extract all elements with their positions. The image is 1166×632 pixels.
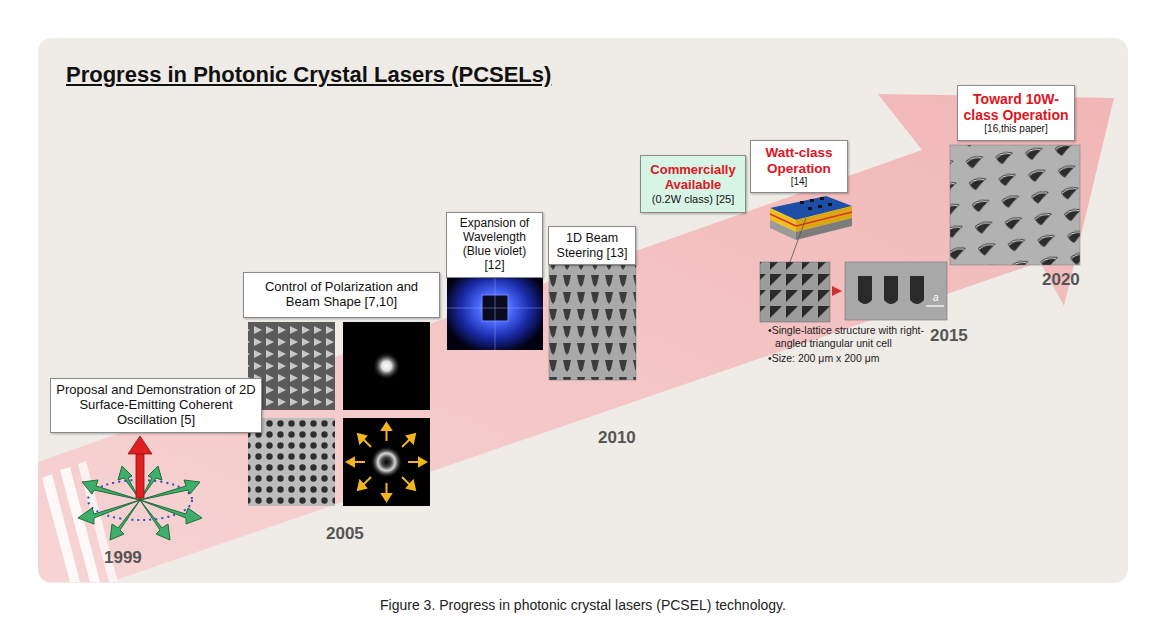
- polarization-beam-figures-part: [371, 446, 403, 478]
- milestone-text: Commercially Available: [646, 163, 740, 193]
- year-label: 1999: [104, 548, 142, 568]
- watt-class-device-part-part: [818, 205, 822, 208]
- polarization-beam-figures-part-part: [358, 481, 366, 490]
- polarization-beam-figures-part-part: [419, 458, 426, 466]
- watt-class-device-part: [845, 262, 947, 320]
- watt-class-device-part: [770, 220, 796, 240]
- watt-class-device-part: [760, 262, 830, 322]
- blue-violet-figure-part: [495, 266, 496, 350]
- milestone-box: Proposal and Demonstration of 2D Surface…: [50, 378, 262, 433]
- blue-violet-figure-part: [447, 266, 543, 350]
- polarization-beam-figures: [248, 322, 430, 506]
- scale-label: a: [933, 292, 939, 304]
- watt-class-device-part: [832, 286, 842, 296]
- polarization-beam-figures-part: [343, 418, 430, 506]
- polarization-beam-figures-part: [373, 352, 401, 380]
- milestone-text: Watt-class Operation: [756, 145, 842, 176]
- surface-emission-figure-part: [136, 452, 144, 498]
- milestone-text: Control of Polarization and Beam Shape […: [249, 280, 434, 310]
- year-label: 2020: [1042, 270, 1080, 290]
- progress-arrow-part: [38, 94, 1114, 582]
- polarization-beam-figures-part-part: [358, 434, 366, 443]
- figure-caption: Figure 3. Progress in photonic crystal l…: [0, 597, 1166, 613]
- milestone-box: Commercially Available(0.2W class) [25]: [640, 155, 746, 213]
- panel-ground-part: [38, 38, 1128, 583]
- surface-emission-figure-part: [140, 500, 170, 540]
- watt-class-device-part: [790, 218, 806, 262]
- polarization-beam-figures-part-part: [347, 458, 354, 466]
- polarization-beam-figures-part-part: [407, 434, 415, 443]
- watt-class-device-part: [910, 276, 924, 304]
- milestone-box: Expansion of Wavelength (Blue violet) [1…: [446, 212, 543, 278]
- watt-class-device-part: [770, 214, 796, 226]
- polarization-beam-figures-part: [343, 322, 430, 410]
- milestone-note: [14]: [791, 176, 808, 188]
- year-label: 2005: [326, 524, 364, 544]
- note-text: •Size: 200 μm x 200 μm: [768, 352, 946, 365]
- panel-ground: [38, 38, 1128, 583]
- milestone-text: Expansion of Wavelength (Blue violet) [1…: [452, 217, 537, 272]
- surface-emission-figure-part: [128, 436, 152, 454]
- milestone-box: Toward 10W-class Operation[16,this paper…: [957, 85, 1075, 141]
- watt-class-device: [760, 196, 947, 322]
- watt-class-device-part: [926, 305, 944, 306]
- blue-violet-figure: [447, 266, 543, 350]
- year-label: 2010: [598, 428, 636, 448]
- milestone-box: Watt-class Operation[14]: [750, 140, 848, 193]
- polarization-beam-figures-part-part: [382, 423, 391, 430]
- beam-steering-sem: [549, 265, 636, 380]
- watt-class-device-part-part: [810, 199, 814, 202]
- milestone-note: [16,this paper]: [984, 123, 1047, 135]
- milestone-note: (0.2W class) [25]: [652, 193, 735, 206]
- polarization-beam-figures-part-part: [407, 481, 415, 490]
- watt-class-device-part-part: [800, 201, 804, 204]
- watt-class-device-part: [884, 276, 898, 304]
- note-text: •Single-lattice structure with right-ang…: [768, 324, 953, 349]
- milestone-text: Proposal and Demonstration of 2D Surface…: [56, 383, 256, 428]
- polarization-beam-figures-part: [347, 423, 426, 501]
- polarization-beam-figures-part-part: [382, 494, 391, 501]
- watt-class-device-part-part: [828, 203, 832, 206]
- surface-emission-figure-part: [82, 480, 140, 500]
- surface-emission-figure-part: [110, 500, 140, 540]
- milestone-text: Toward 10W-class Operation: [963, 91, 1069, 123]
- milestone-text: 1D Beam Steering [13]: [554, 231, 630, 260]
- watt-class-device-part-part: [808, 207, 812, 210]
- watt-class-device-part: [858, 276, 872, 304]
- progress-arrow: [38, 94, 1114, 582]
- milestone-box: Control of Polarization and Beam Shape […: [243, 272, 440, 318]
- ten-watt-sem-part: [950, 145, 1080, 265]
- diagram-title: Progress in Photonic Crystal Lasers (PCS…: [66, 62, 551, 88]
- year-label: 2015: [930, 326, 968, 346]
- milestone-box: 1D Beam Steering [13]: [548, 226, 636, 265]
- watt-class-device-part-part: [820, 197, 824, 200]
- watt-class-device-part: [796, 212, 852, 226]
- beam-steering-sem-part: [549, 265, 636, 380]
- ten-watt-sem: [950, 145, 1080, 265]
- watt-class-device-part: [800, 197, 832, 210]
- surface-emission-figure: [78, 436, 202, 540]
